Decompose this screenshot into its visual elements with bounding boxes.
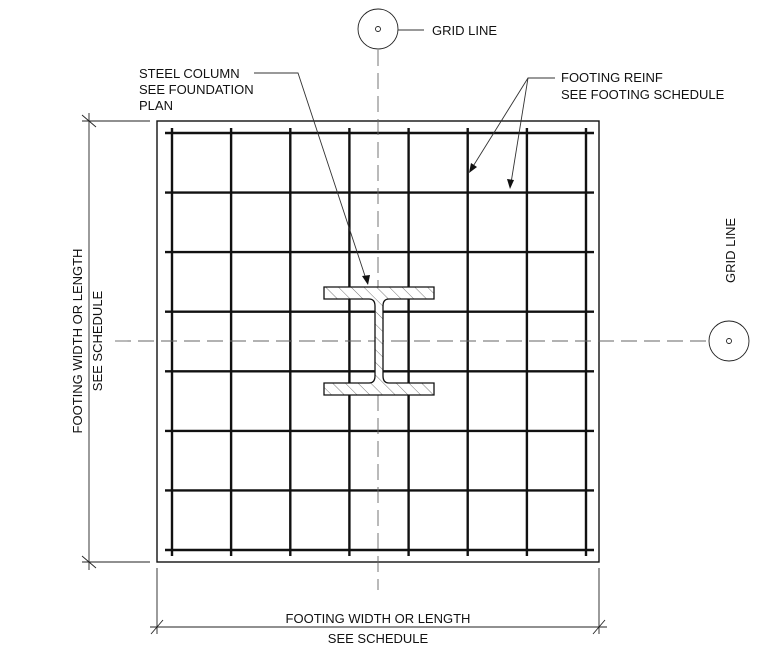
bottom-dimension-label-line-2: SEE SCHEDULE bbox=[328, 631, 429, 646]
footing-reinf-leader bbox=[471, 77, 555, 169]
footing-reinf-arrowhead-2 bbox=[507, 179, 514, 189]
steel-column-leader bbox=[254, 72, 367, 280]
grid-line-label-right: GRID LINE bbox=[723, 218, 738, 283]
footing-reinf-label-line-1: FOOTING REINF bbox=[561, 70, 663, 85]
bottom-dimension bbox=[150, 568, 607, 635]
steel-column-label-line-3: PLAN bbox=[139, 98, 173, 113]
grid-line-label-top: GRID LINE bbox=[432, 23, 497, 38]
footing-reinf-label-line-2: SEE FOOTING SCHEDULE bbox=[561, 87, 725, 102]
footing-reinf-leader-2 bbox=[510, 77, 529, 184]
left-dimension bbox=[81, 113, 150, 570]
steel-column-label-line-1: STEEL COLUMN bbox=[139, 66, 240, 81]
steel-column-arrowhead bbox=[362, 275, 370, 285]
grid-bubble-top bbox=[357, 8, 399, 50]
left-dimension-label-line-1: FOOTING WIDTH OR LENGTH bbox=[70, 249, 85, 434]
grid-bubble-right bbox=[708, 320, 750, 362]
steel-column-label-line-2: SEE FOUNDATION bbox=[139, 82, 254, 97]
bottom-dimension-label-line-1: FOOTING WIDTH OR LENGTH bbox=[286, 611, 471, 626]
footing-reinf-arrowhead-1 bbox=[469, 163, 477, 173]
steel-column-section bbox=[323, 286, 435, 396]
left-dimension-label-line-2: SEE SCHEDULE bbox=[90, 290, 105, 391]
